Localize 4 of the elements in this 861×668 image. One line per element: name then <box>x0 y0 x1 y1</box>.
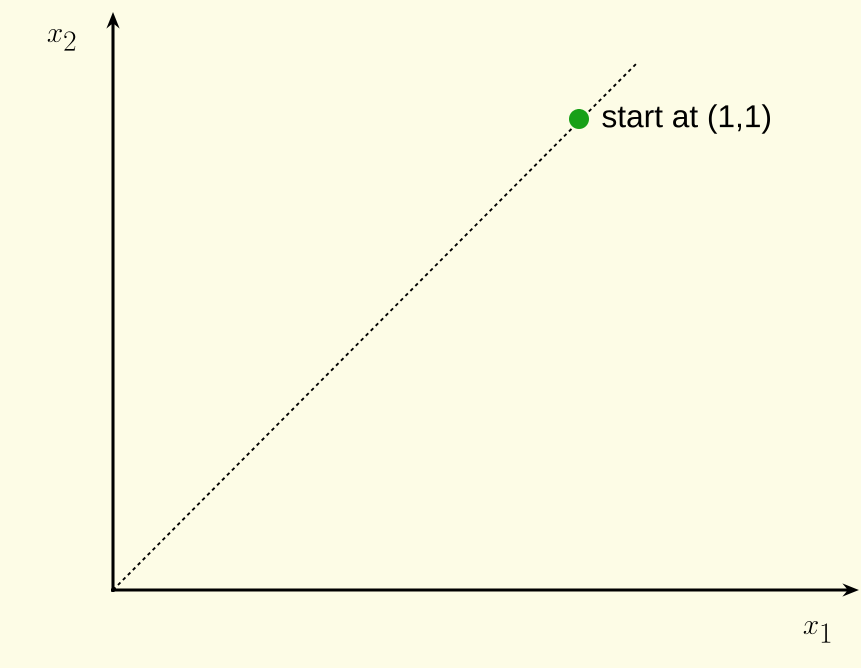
axis-label: $x_2$ <box>48 29 76 51</box>
axis-label: $x_1$ <box>804 621 830 643</box>
point-label: start at (1,1) <box>602 104 770 134</box>
point-dot <box>569 108 589 129</box>
